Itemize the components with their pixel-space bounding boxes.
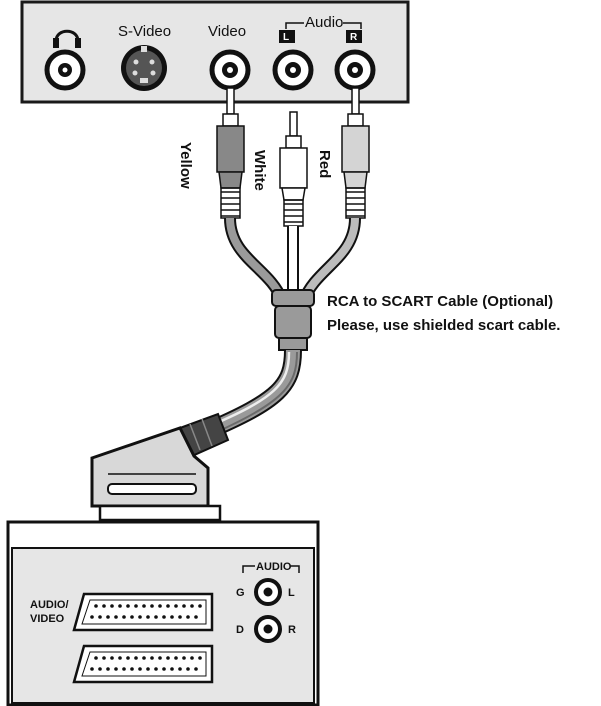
red-label: Red: [316, 150, 333, 178]
headphone-jack[interactable]: [44, 49, 86, 91]
video-label: Video: [208, 23, 246, 40]
s-video-label: S-Video: [118, 23, 171, 40]
tv-back-panel: AUDIO/ VIDEO AUDIO G: [6, 520, 320, 706]
tv-jack-d-label: D: [236, 624, 244, 636]
audio-right-jack[interactable]: [334, 49, 376, 91]
cable-note-line2: Please, use shielded scart cable.: [327, 317, 560, 334]
av-label-line1: AUDIO/: [30, 599, 69, 611]
scart-socket-2[interactable]: [72, 644, 214, 684]
rca-plug-red[interactable]: [341, 87, 370, 219]
audio-bracket: Audio: [285, 14, 362, 31]
main-cable: [201, 349, 302, 441]
rca-plug-yellow[interactable]: [216, 87, 245, 219]
tv-audio-label: AUDIO: [256, 561, 292, 573]
av-label-line2: VIDEO: [30, 613, 65, 625]
cable-strands: [224, 217, 361, 303]
tv-jack-r-label: R: [288, 624, 296, 636]
svg-text:R: R: [350, 32, 358, 43]
source-back-panel: S-Video Video Audio L R: [20, 0, 410, 104]
audio-left-jack[interactable]: [272, 49, 314, 91]
svg-text:L: L: [283, 32, 289, 43]
video-jack[interactable]: [209, 49, 251, 91]
scart-socket-1[interactable]: [72, 592, 214, 632]
rca-plug-white[interactable]: [279, 111, 308, 227]
s-video-jack[interactable]: [121, 45, 167, 91]
tv-audio-jack-left[interactable]: [254, 578, 282, 606]
tv-audio-jack-right[interactable]: [254, 615, 282, 643]
white-label: White: [251, 150, 268, 191]
audio-right-marker: R: [346, 30, 362, 43]
tv-jack-l-label: L: [288, 587, 295, 599]
scart-plug[interactable]: [90, 412, 230, 522]
yellow-label: Yellow: [177, 142, 194, 189]
cable-junction: [271, 289, 315, 351]
headphone-icon: [53, 29, 81, 48]
cable-note-line1: RCA to SCART Cable (Optional): [327, 293, 553, 310]
tv-audio-bracket: AUDIO: [242, 561, 300, 573]
audio-left-marker: L: [279, 30, 295, 43]
audio-label: Audio: [305, 14, 343, 31]
tv-jack-g-label: G: [236, 587, 245, 599]
